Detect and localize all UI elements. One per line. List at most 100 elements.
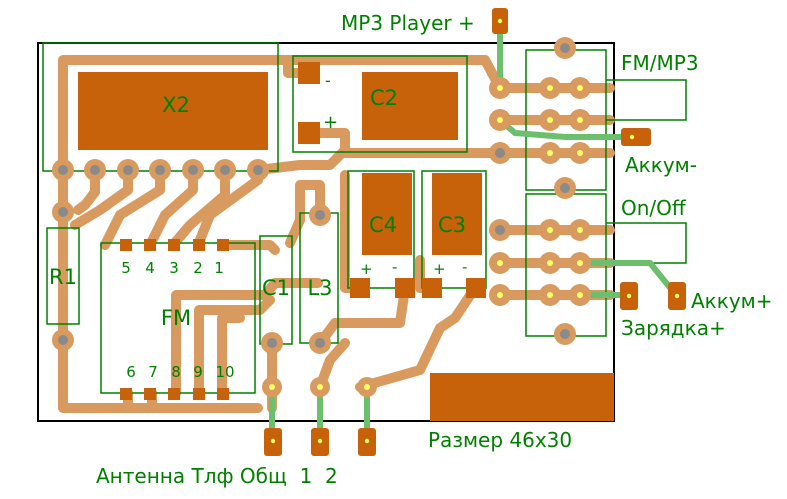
r1-pad-bottom-hole	[58, 335, 68, 345]
sw2-c-hole	[547, 260, 553, 266]
component-bodies	[78, 72, 614, 421]
connector-b3-hole	[497, 292, 503, 298]
label-fm-mp3: FM/MP3	[621, 51, 699, 75]
c4-minus-mark: -	[392, 258, 397, 276]
c4-body	[362, 173, 412, 255]
sw2-f-hole	[577, 292, 583, 298]
fm-pin-5	[120, 239, 132, 251]
fm-pin-8	[168, 388, 180, 400]
wire-akkum-plus	[577, 260, 679, 298]
silkscreen-text: X2 C2 - + C4 C3 + - + - R1 C1 L3 FM 5 4 …	[49, 11, 773, 488]
fm-pin-label-3: 3	[169, 259, 179, 277]
sw2-a-hole	[547, 227, 553, 233]
label-akkum-plus: Аккум+	[691, 289, 773, 313]
ext-akkum-minus-dot-hole	[629, 134, 635, 140]
ext-tlf-dot-hole	[317, 438, 323, 444]
sw2-d-hole	[577, 260, 583, 266]
x2-pin-7-hole	[253, 165, 263, 175]
c2-minus-mark: -	[325, 71, 331, 90]
fm-pin-label-1: 1	[214, 259, 224, 277]
fm-pin-label-2: 2	[193, 259, 203, 277]
fm-pin-label-6: 6	[126, 363, 136, 381]
c1-label: C1	[262, 276, 290, 300]
l3-pad-top-hole	[315, 210, 325, 220]
sw1-d-hole	[577, 117, 583, 123]
c2-pad-plus	[298, 122, 320, 144]
connector-a1-hole	[497, 85, 503, 91]
switch2-mount-hole	[560, 329, 570, 339]
fm-pin-6	[120, 388, 132, 400]
fm-pin-7	[144, 388, 156, 400]
fm-pin-1	[217, 239, 229, 251]
connector-b1-hole	[495, 225, 505, 235]
switch1-bottom-hole	[560, 183, 570, 193]
c3-plus-mark: +	[433, 260, 446, 278]
x2-pin-5-hole	[188, 165, 198, 175]
obshch-via-hole	[364, 384, 370, 390]
ext-pad-akkum-minus	[621, 128, 651, 146]
label-bottom-pins: Антенна Тлф Общ 1 2	[96, 464, 338, 488]
fm-pin-label-8: 8	[171, 363, 181, 381]
sw2-e-hole	[547, 292, 553, 298]
fm-pin-4	[144, 239, 156, 251]
c3-body	[432, 173, 482, 255]
c3-outline	[421, 170, 487, 289]
c3-minus-mark: -	[462, 258, 467, 276]
r1-outline	[46, 227, 80, 325]
c2-plus-mark: +	[323, 112, 338, 133]
x2-label: X2	[162, 93, 190, 117]
fm-pin-2	[193, 239, 205, 251]
ext-antenna-dot-hole	[270, 438, 276, 444]
sw1-a-hole	[547, 85, 553, 91]
c3-label: C3	[438, 213, 466, 237]
connector-a3-hole	[495, 148, 505, 158]
fm-pin-label-4: 4	[145, 259, 155, 277]
l3-pad-bottom-hole	[315, 338, 325, 348]
round-pads	[52, 18, 680, 444]
c2-pad-minus	[298, 62, 320, 84]
connector-a2-hole	[497, 117, 503, 123]
c2-outline	[292, 55, 468, 153]
fm-pin-10	[217, 388, 229, 400]
fm-pin-label-10: 10	[215, 363, 234, 381]
fm-pin-label-5: 5	[121, 259, 131, 277]
sw1-c-hole	[547, 117, 553, 123]
connector-b2-hole	[497, 260, 503, 266]
r1-pad-top-hole	[58, 207, 68, 217]
label-akkum-minus: Аккум-	[625, 153, 697, 177]
c3-pad-plus	[422, 278, 442, 298]
x2-body	[78, 72, 268, 150]
c4-pad-minus	[395, 278, 415, 298]
fm-label: FM	[161, 306, 191, 330]
fm-pin-3	[168, 239, 180, 251]
x2-pin-4-hole	[155, 165, 165, 175]
label-mp3-player: MP3 Player +	[341, 11, 475, 35]
fm-pin-label-9: 9	[193, 363, 203, 381]
x2-pin-6-hole	[220, 165, 230, 175]
label-on-off: On/Off	[621, 196, 687, 220]
ext-zaryadka-dot-hole	[626, 293, 632, 299]
on-off-label-bracket	[606, 222, 687, 264]
x2-pin-1-hole	[58, 165, 68, 175]
x2-pin-3-hole	[123, 165, 133, 175]
c1-pad-bottom-hole	[267, 338, 277, 348]
sw2-b-hole	[577, 227, 583, 233]
fm-pin-label-7: 7	[148, 363, 158, 381]
c3-pad-minus	[466, 278, 486, 298]
fm-pin-9	[193, 388, 205, 400]
c4-plus-mark: +	[360, 260, 373, 278]
label-zaryadka-plus: Зарядка+	[621, 316, 726, 340]
tlf-via-hole	[317, 384, 323, 390]
fm-mp3-label-bracket	[606, 79, 687, 121]
ext-akkum-plus-dot-hole	[674, 293, 680, 299]
ext-obshch-dot-hole	[364, 438, 370, 444]
c4-label: C4	[369, 213, 397, 237]
switch1-mount-hole	[560, 43, 570, 53]
c2-body	[362, 72, 458, 140]
sw1-f-hole	[577, 150, 583, 156]
sw1-b-hole	[577, 85, 583, 91]
sw1-e-hole	[547, 150, 553, 156]
antenna-via-hole	[269, 384, 275, 390]
c4-outline	[347, 170, 415, 289]
